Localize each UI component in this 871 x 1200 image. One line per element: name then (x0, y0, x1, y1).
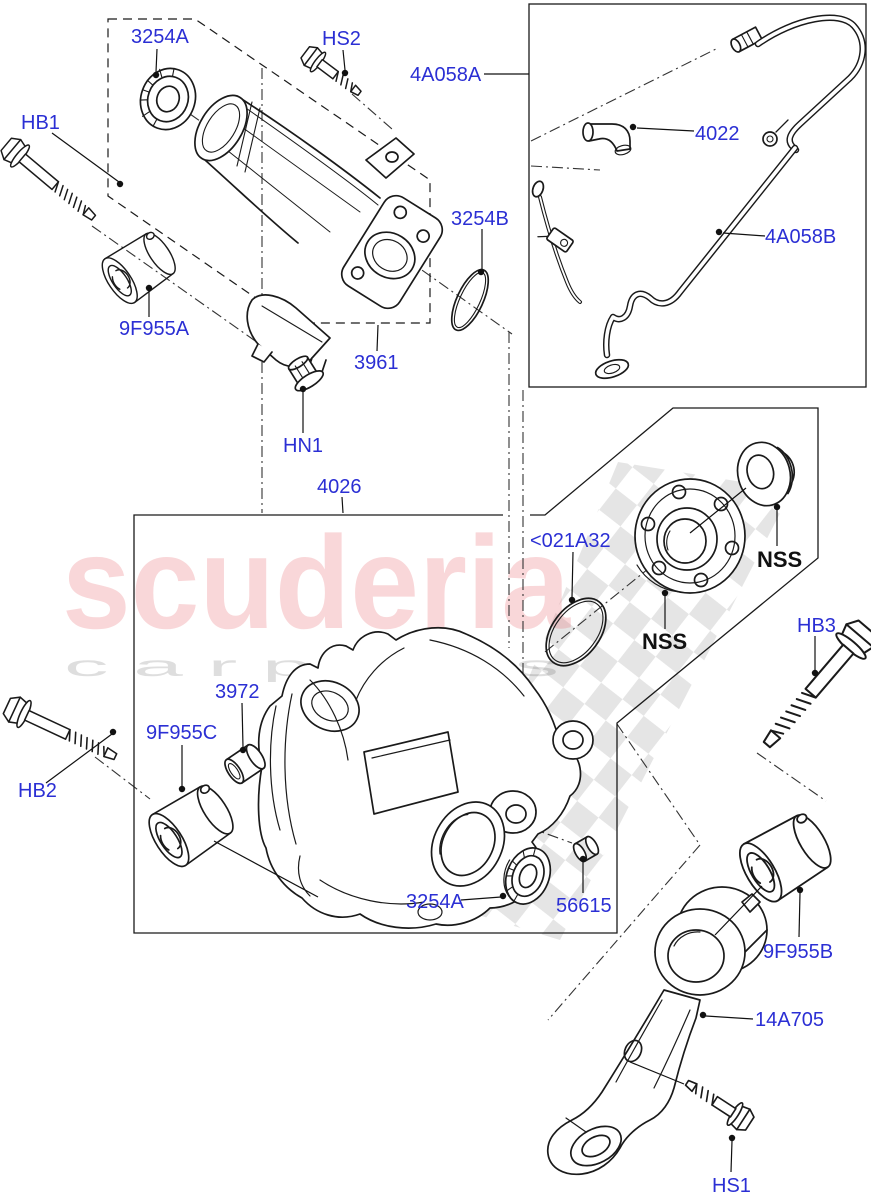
part-label-hs2[interactable]: HS2 (322, 28, 361, 50)
part-label-hb3[interactable]: HB3 (797, 615, 836, 637)
mounting-arm-14a705 (546, 886, 768, 1176)
part-label-3254b[interactable]: 3254B (451, 208, 509, 230)
part-label-4a058b[interactable]: 4A058B (765, 226, 837, 248)
callout-leader-lines (45, 48, 816, 1173)
bolt-hb1 (0, 132, 104, 230)
part-label-4026[interactable]: 4026 (317, 476, 362, 498)
bolt-hb2 (0, 691, 123, 771)
bolt-hs1 (678, 1070, 758, 1136)
part-label-9f955b[interactable]: 9F955B (763, 941, 834, 963)
seal-3254a-top (139, 67, 197, 131)
callout-dots (109, 69, 819, 1142)
part-label-hn1[interactable]: HN1 (283, 435, 324, 457)
part-label-9f955c[interactable]: 9F955C (146, 722, 218, 744)
washer-nss (736, 441, 796, 507)
o-ring-3254b (450, 268, 490, 332)
elbow-connector-4022 (582, 122, 632, 156)
part-label-nss-lower: NSS (642, 629, 688, 654)
drive-flange-nss (634, 478, 746, 594)
part-label-3961[interactable]: 3961 (354, 352, 399, 374)
plug-56615 (572, 835, 600, 863)
nut-hn1 (287, 355, 325, 392)
tube-group-frame (107, 18, 431, 324)
part-label-14a705[interactable]: 14A705 (755, 1009, 824, 1031)
bushing-9f955b (730, 806, 841, 909)
part-label-4022[interactable]: 4022 (695, 123, 740, 145)
part-label-4a058a[interactable]: 4A058A (410, 64, 482, 86)
breather-pipe-frame (528, 3, 867, 388)
part-label-3972[interactable]: 3972 (215, 681, 260, 703)
part-label-3254a-top[interactable]: 3254A (131, 26, 189, 48)
part-label-9f955a[interactable]: 9F955A (119, 318, 190, 340)
part-label-3254a-bottom[interactable]: 3254A (406, 891, 464, 913)
seal-3254a-bottom (503, 847, 552, 905)
part-label-021a32[interactable]: <021A32 (530, 530, 611, 552)
bushing-9f955c (140, 777, 242, 874)
bolt-hs2 (297, 41, 368, 104)
extension-tube-3961 (194, 94, 444, 373)
watermark-brand-text: scuderia (62, 509, 571, 656)
part-label-hs1[interactable]: HS1 (712, 1175, 751, 1197)
axle-group-frame (133, 407, 819, 934)
breather-pipe-4a058b (531, 14, 866, 380)
part-label-hb1[interactable]: HB1 (21, 112, 60, 134)
part-label-56615[interactable]: 56615 (556, 895, 612, 917)
part-label-nss-right: NSS (757, 547, 803, 572)
differential-housing (257, 626, 594, 929)
o-ring-021a32 (545, 597, 607, 667)
part-label-hb2[interactable]: HB2 (18, 780, 57, 802)
group-frames (107, 3, 867, 934)
